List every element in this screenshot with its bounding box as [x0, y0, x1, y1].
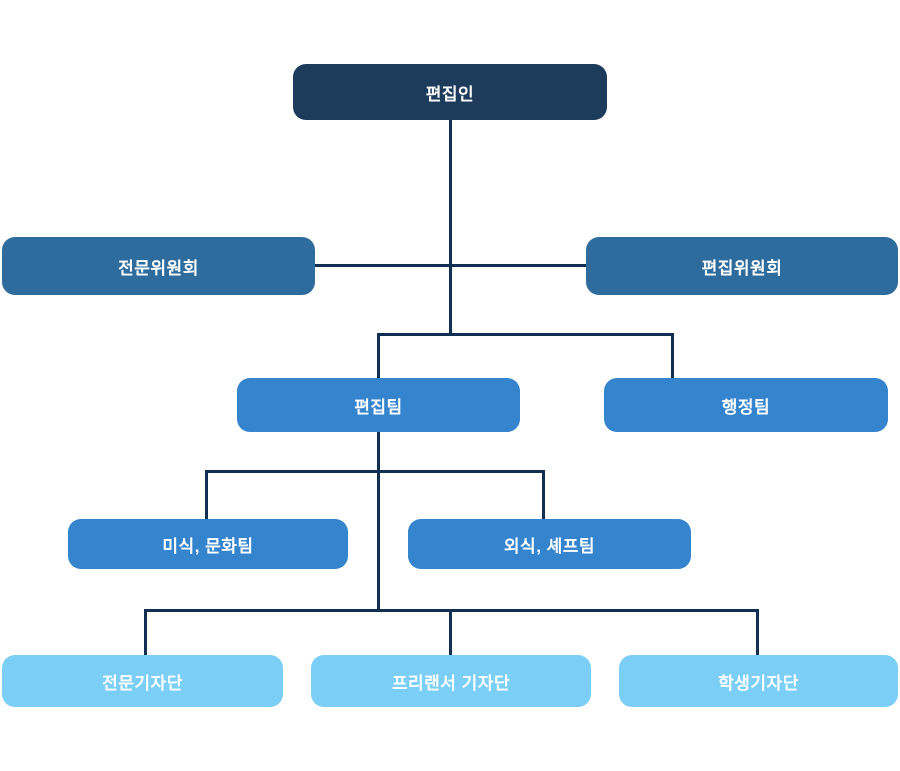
connector-editing-team-down — [377, 432, 380, 611]
node-student-reporters: 학생기자단 — [619, 655, 898, 707]
node-editorial-committee: 편집위원회 — [586, 237, 898, 295]
node-expert-committee: 전문위원회 — [2, 237, 315, 295]
connector-editing-team-drop — [377, 333, 380, 380]
node-pro-reporters: 전문기자단 — [2, 655, 283, 707]
node-admin-team: 행정팀 — [604, 378, 888, 432]
connector-student-reporters-drop — [756, 609, 759, 656]
node-gourmet-culture-team: 미식, 문화팀 — [68, 519, 348, 569]
connector-freelance-reporters-drop — [449, 609, 452, 656]
connector-editor-down — [449, 120, 452, 335]
connector-dining-team-drop — [542, 470, 545, 520]
node-dining-chef-team: 외식, 셰프팀 — [408, 519, 691, 569]
connector-teams-horizontal — [377, 333, 674, 336]
connector-committees-horizontal — [315, 264, 586, 267]
connector-subteams-horizontal — [205, 470, 545, 473]
connector-gourmet-team-drop — [205, 470, 208, 520]
node-editing-team: 편집팀 — [237, 378, 520, 432]
connector-pro-reporters-drop — [144, 609, 147, 656]
node-freelance-reporters: 프리랜서 기자단 — [311, 655, 591, 707]
node-editor: 편집인 — [293, 64, 607, 120]
connector-admin-team-drop — [671, 333, 674, 380]
